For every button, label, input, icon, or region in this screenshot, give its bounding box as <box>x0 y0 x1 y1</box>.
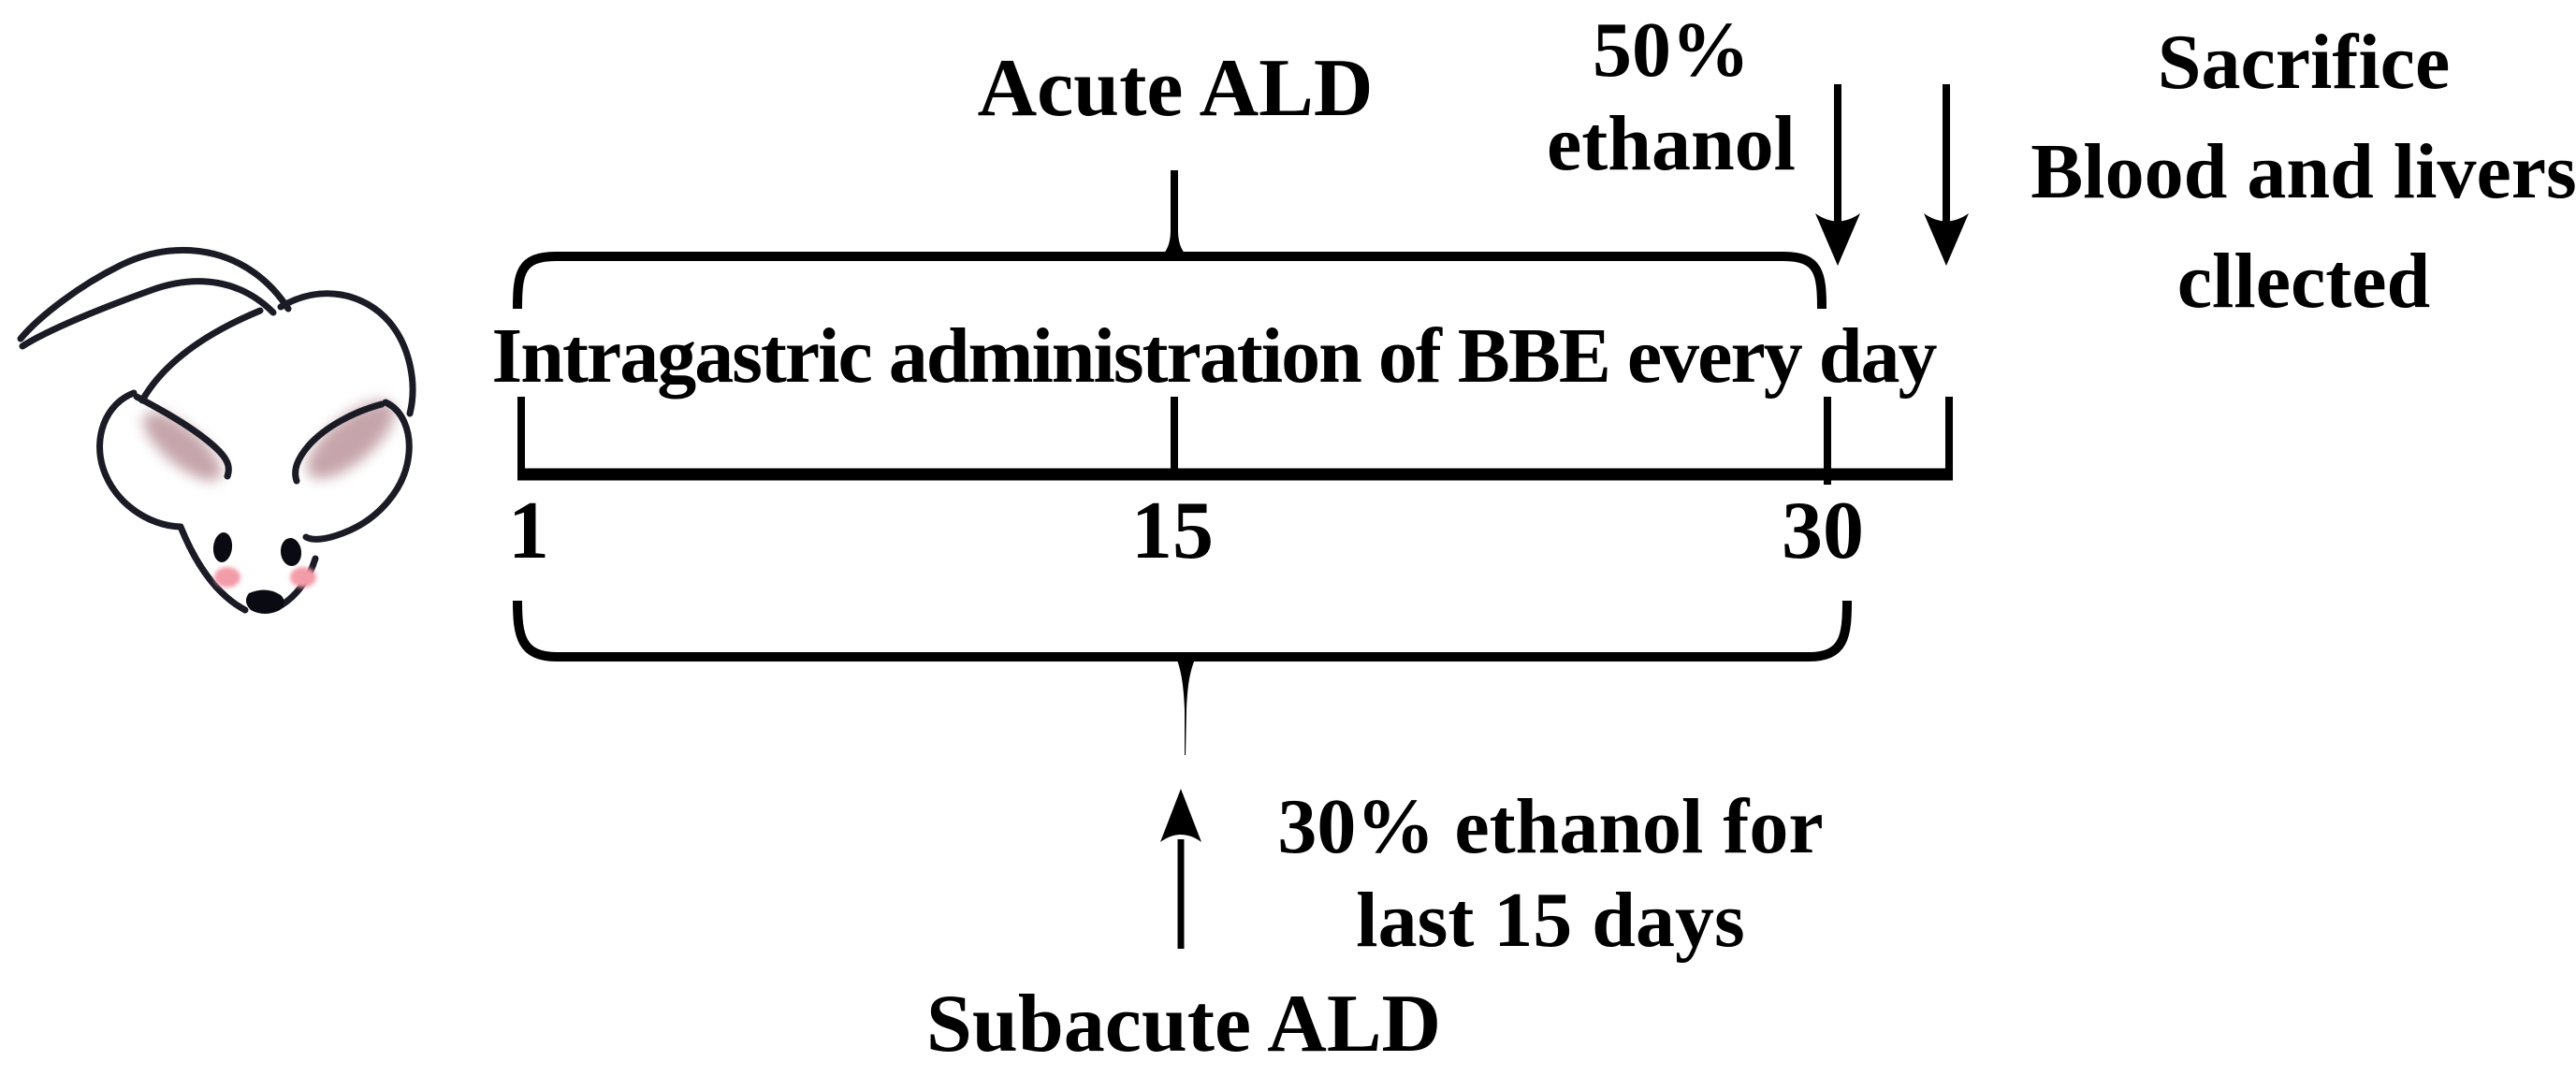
ethanol-50-line2: ethanol <box>1546 100 1797 187</box>
ethanol-50-down-arrow-icon <box>1815 84 1860 266</box>
acute-ald-title: Acute ALD <box>977 43 1374 134</box>
mouse-cheek-right <box>290 567 316 588</box>
ethanol-30-up-arrow-icon <box>1160 789 1201 949</box>
mouse-eye-right <box>280 538 302 566</box>
mouse-eye-left <box>212 532 233 562</box>
mouse-right-ear-inner <box>292 400 386 485</box>
mouse-nose <box>245 589 284 614</box>
sacrifice-line1: Sacrifice <box>2157 19 2451 106</box>
acute-brace-stem <box>1157 170 1191 259</box>
subacute-ald-title: Subacute ALD <box>925 979 1442 1069</box>
sacrifice-down-arrow-icon <box>1924 84 1969 266</box>
ethanol-50-line1: 50% <box>1593 7 1750 94</box>
mouse-body-front <box>138 307 264 404</box>
subacute-brace-stem <box>1175 655 1197 755</box>
sacrifice-line3: cllected <box>2176 238 2431 325</box>
subacute-bottom-brace <box>513 600 1852 662</box>
mouse-tail-lower <box>19 278 277 350</box>
timeline-label-day1: 1 <box>508 486 549 576</box>
mouse-left-ear-inner <box>133 393 232 480</box>
ethanol-30-line2: last 15 days <box>1356 877 1745 964</box>
intragastric-bbe-label: Intragastric administration of BBE every… <box>491 313 1938 400</box>
ethanol-50-label: 50% ethanol <box>1547 4 1796 191</box>
mouse-left-ear-outer <box>96 389 184 531</box>
sacrifice-line2: Blood and livers <box>2030 128 2576 215</box>
mouse-face-left <box>177 523 249 614</box>
timeline-label-day15: 15 <box>1131 486 1214 576</box>
mouse-right-ear-outer <box>302 399 413 543</box>
ethanol-30-label: 30% ethanol for last 15 days <box>1277 780 1823 967</box>
mouse-illustration <box>17 246 416 614</box>
sacrifice-label: Sacrifice Blood and livers cllected <box>2030 7 2576 336</box>
mouse-body-outline <box>277 290 416 417</box>
mouse-tail-upper <box>17 246 292 342</box>
mouse-left-ear-shade <box>143 412 222 481</box>
acute-top-brace <box>513 252 1826 310</box>
mouse-right-ear-shade <box>306 400 396 479</box>
timeline-label-day30: 30 <box>1782 486 1864 576</box>
ethanol-30-line1: 30% ethanol for <box>1277 783 1824 870</box>
mouse-cheek-left <box>214 567 240 588</box>
timeline-axis <box>517 397 1953 485</box>
